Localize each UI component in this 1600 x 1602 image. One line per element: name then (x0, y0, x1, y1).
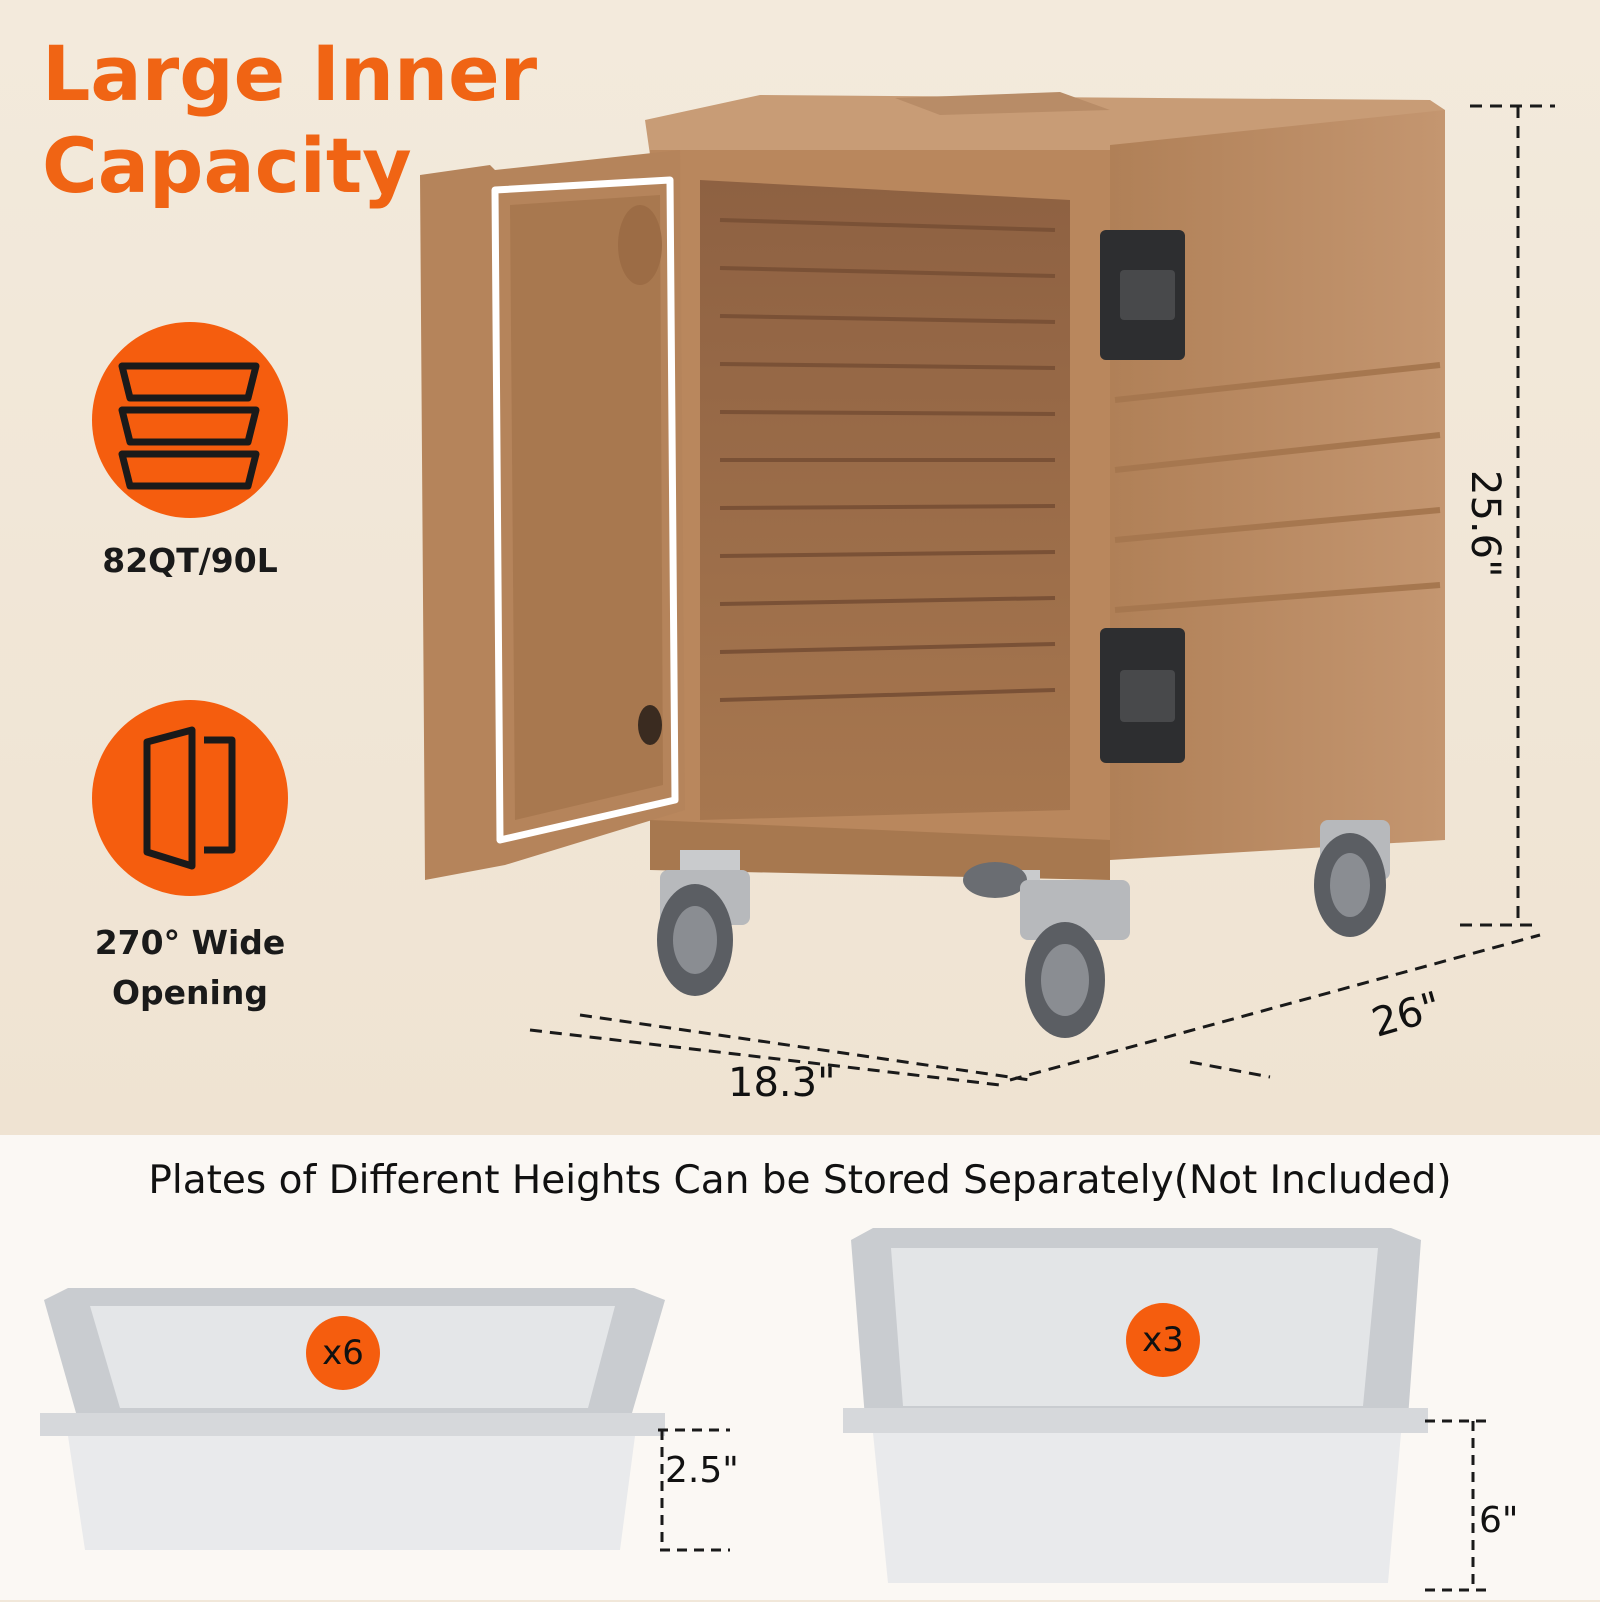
opening-label: 270° Wide Opening (92, 918, 288, 1018)
headline-line-2: Capacity (42, 121, 412, 210)
opening-label-line-2: Opening (112, 973, 268, 1012)
door-opening-icon (92, 700, 288, 896)
dimension-lines (529, 104, 1555, 1087)
deep-pan-image (843, 1228, 1493, 1592)
quantity-badge-x6: x6 (306, 1316, 380, 1390)
feature-opening: 270° Wide Opening (92, 700, 288, 1018)
shallow-pan-height: 2.5" (665, 1450, 739, 1491)
width-dimension-label: 18.3" (728, 1060, 836, 1106)
feature-capacity: 82QT/90L (92, 322, 288, 586)
quantity-badge-x3: x3 (1126, 1303, 1200, 1377)
headline-line-1: Large Inner (42, 29, 538, 118)
food-pan-carrier-illustration (420, 92, 1445, 1038)
shallow-pan: x6 2.5" (40, 1288, 740, 1582)
pans-caption: Plates of Different Heights Can be Store… (148, 1158, 1452, 1203)
headline: Large Inner Capacity (42, 28, 537, 212)
height-dimension-label: 25.6" (1462, 470, 1508, 578)
deep-pan: x3 6" (843, 1228, 1553, 1602)
stacked-pans-icon (92, 322, 288, 518)
opening-label-line-1: 270° Wide (94, 923, 286, 962)
deep-pan-height: 6" (1479, 1500, 1519, 1541)
capacity-label: 82QT/90L (102, 541, 278, 580)
shallow-pan-image (40, 1288, 730, 1552)
